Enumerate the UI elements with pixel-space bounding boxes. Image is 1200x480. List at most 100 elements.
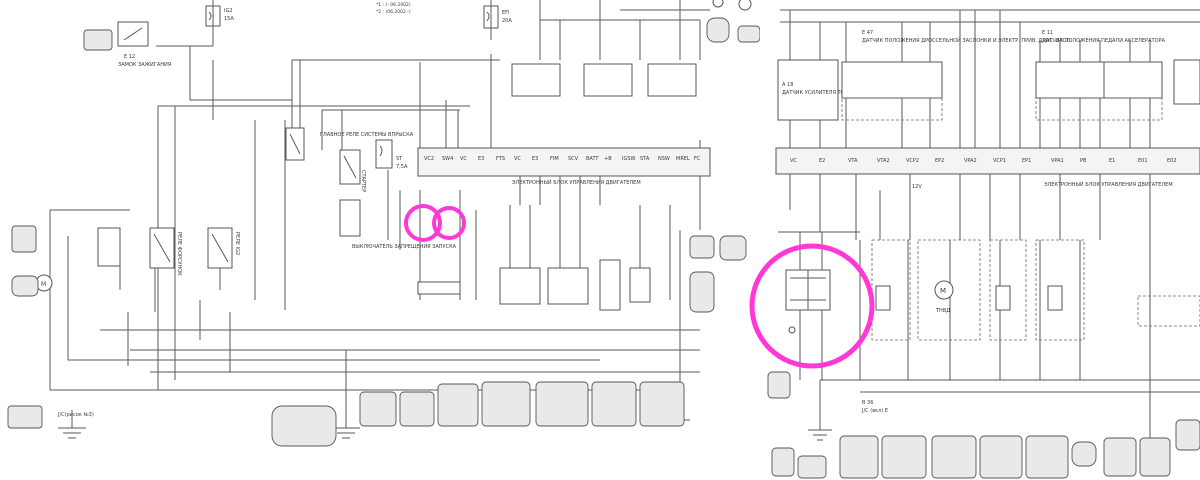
connector-icon bbox=[481, 381, 531, 427]
voltage-note: 12V bbox=[912, 184, 922, 190]
connector-icon bbox=[931, 435, 977, 479]
pin-label: VC bbox=[790, 158, 797, 164]
starter-relay-label: СТАРТЕР bbox=[360, 170, 366, 192]
connector-icon bbox=[639, 381, 685, 427]
pin-label: MREL bbox=[676, 156, 690, 162]
connector-icon bbox=[706, 17, 730, 43]
left-ecu-bar bbox=[417, 147, 711, 177]
pin-label: VCP1 bbox=[993, 158, 1006, 164]
connector-icon bbox=[7, 405, 43, 429]
pin-label: VPA2 bbox=[964, 158, 977, 164]
connector-icon bbox=[737, 25, 761, 43]
pin-label: E02 bbox=[1167, 158, 1177, 164]
main-relay-label: ГЛАВНОЕ РЕЛЕ СИСТЕМЫ ВПРЫСКА bbox=[320, 132, 414, 138]
right-connector-row bbox=[771, 435, 1171, 479]
relay-ig2-label: РЕЛЕ IG2 bbox=[234, 232, 240, 255]
pin-label: E2 bbox=[819, 158, 825, 164]
fuse-ig2-rating: 15A bbox=[224, 16, 234, 22]
connector-icon bbox=[797, 455, 827, 479]
pin-label: SW4 bbox=[442, 156, 453, 162]
connector-icon bbox=[719, 235, 747, 261]
highlight-circle-2 bbox=[432, 206, 466, 240]
inhibit-switch-label: ВЫКЛЮЧАТЕЛЬ ЗАПРЕЩЕНИЯ ЗАПУСКА bbox=[352, 244, 457, 250]
connector-icon bbox=[881, 435, 927, 479]
sensor-box bbox=[583, 63, 633, 97]
side-box bbox=[1173, 59, 1200, 105]
fuse-st-rating: 7,5A bbox=[396, 164, 408, 170]
pin-label: E1 bbox=[1109, 158, 1115, 164]
pin-label: VCP2 bbox=[906, 158, 919, 164]
fuse-st bbox=[375, 139, 393, 169]
left-panel: E 12 ЗАМОК ЗАЖИГАНИЯ IG2 15A EFI 20A *1 … bbox=[7, 0, 761, 447]
fuse-st-label: ST bbox=[396, 156, 403, 162]
fuel-pump-label: ТНВД bbox=[935, 308, 950, 314]
right-bottom-label: J/C (вкл) Е bbox=[861, 408, 888, 414]
pin-label: +B bbox=[604, 156, 612, 162]
connector-icon bbox=[1103, 437, 1137, 477]
svg-text:M: M bbox=[940, 287, 946, 295]
pin-label: BATT bbox=[586, 156, 599, 162]
scv-box bbox=[629, 267, 651, 303]
brake-sensor-ref: A 18 bbox=[782, 82, 793, 88]
connector-icon bbox=[271, 405, 337, 447]
connector-icon bbox=[689, 271, 715, 313]
pin-label: FC bbox=[694, 156, 701, 162]
connector-icon bbox=[1025, 435, 1069, 479]
pedal-sensor-label: ДАТЧИК ПОЛОЖЕНИЯ ПЕДАЛИ АКСЕЛЕРАТОРА bbox=[1042, 38, 1166, 44]
pin-label: VC2 bbox=[424, 156, 434, 162]
inhibit-switch bbox=[417, 281, 461, 295]
fuse-ig2-label: IG2 bbox=[224, 8, 233, 14]
sensor-dashed-box bbox=[1137, 295, 1200, 327]
sensor-box bbox=[511, 63, 561, 97]
connector-icon bbox=[11, 275, 39, 297]
connector-icon bbox=[1175, 419, 1200, 451]
pin-label: SCV bbox=[568, 156, 579, 162]
connector-icon bbox=[359, 391, 397, 427]
highlight-circle-1 bbox=[404, 204, 442, 242]
scv-box bbox=[599, 259, 621, 311]
sensor-box bbox=[647, 63, 697, 97]
pin-label: VTA2 bbox=[877, 158, 890, 164]
highlight-circle-3 bbox=[749, 243, 875, 369]
connector-icon bbox=[1139, 437, 1171, 477]
connector-icon bbox=[437, 383, 479, 427]
pin-label: VPA1 bbox=[1051, 158, 1064, 164]
left-ecu-label: ЭЛЕКТРОННЫЙ БЛОК УПРАВЛЕНИЯ ДВИГАТЕЛЕМ bbox=[512, 179, 641, 186]
right-ecu-label: ЭЛЕКТРОННЫЙ БЛОК УПРАВЛЕНИЯ ДВИГАТЕЛЕМ bbox=[1044, 181, 1173, 188]
pin-label: EP1 bbox=[1022, 158, 1031, 164]
connector-icon bbox=[535, 381, 589, 427]
pin-label: STA bbox=[640, 156, 650, 162]
pedal-sensor-box bbox=[1035, 61, 1105, 99]
note-line-1: *1 : (- 06.2002) bbox=[376, 2, 411, 8]
pin-label: FIM bbox=[550, 156, 559, 162]
coil-box bbox=[499, 267, 541, 305]
pin-label: IGSW bbox=[622, 156, 636, 162]
left-connector-row bbox=[7, 381, 685, 447]
connector-icon bbox=[689, 235, 715, 259]
brake-sensor-label: ДАТЧИК УСИЛИТЕЛЯ ТОРМОЗОВ bbox=[782, 90, 867, 96]
ignition-switch-label: ЗАМОК ЗАЖИГАНИЯ bbox=[118, 62, 171, 68]
right-ecu-bar bbox=[775, 147, 1200, 175]
pin-label: E3 bbox=[532, 156, 538, 162]
throttle-sensor-label: ДАТЧИК ПОЛОЖЕНИЯ ДРОССЕЛЬНОЙ ЗАСЛОНКИ И … bbox=[862, 37, 1072, 44]
connector-icon bbox=[1071, 441, 1097, 467]
connector-icon bbox=[839, 435, 879, 479]
sensor-dashed-box bbox=[989, 239, 1027, 341]
note-line-2: *2 : (06.2002 -) bbox=[376, 9, 411, 15]
relay-box bbox=[339, 199, 361, 237]
pin-label: VTA bbox=[848, 158, 858, 164]
fuse-efi-rating: 20A bbox=[502, 18, 512, 24]
connector-icon bbox=[767, 371, 791, 399]
ground-icon bbox=[808, 429, 832, 441]
pin-label: NSW bbox=[658, 156, 670, 162]
connector-icon bbox=[771, 447, 795, 477]
pin-label: VC bbox=[460, 156, 467, 162]
pin-label: PB bbox=[1080, 158, 1087, 164]
fuse-efi-label: EFI bbox=[502, 10, 510, 16]
left-bottom-label: J/C(рисок №3) bbox=[57, 412, 94, 418]
fuel-pump-motor bbox=[934, 280, 954, 300]
sensor-dashed-box bbox=[917, 239, 981, 341]
connector-icon bbox=[399, 391, 435, 427]
